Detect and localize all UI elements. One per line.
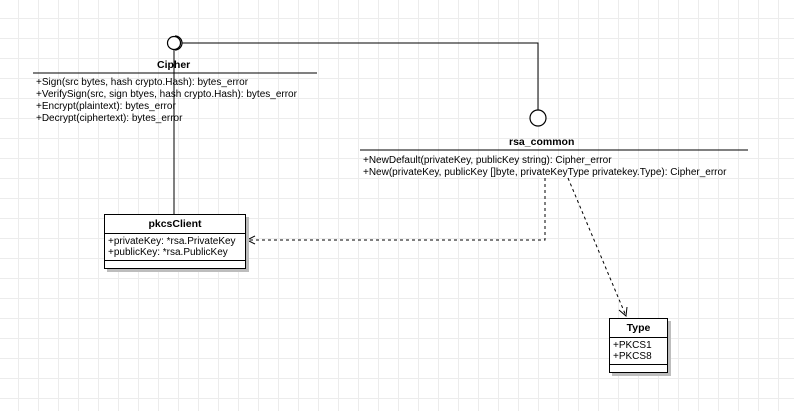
rsa-common-circle-icon xyxy=(529,109,547,127)
pkcs-client-class: pkcsClient +privateKey: *rsa.PrivateKey … xyxy=(104,214,246,269)
pkcs-client-title: pkcsClient xyxy=(105,215,245,234)
cipher-op-verify-sign: +VerifySign(src, sign btyes, hash crypto… xyxy=(36,89,297,100)
type-attributes: +PKCS1 +PKCS8 xyxy=(610,338,667,364)
type-class: Type +PKCS1 +PKCS8 xyxy=(609,318,668,373)
pkcs-client-operations-compartment xyxy=(105,260,245,268)
rsacommon-to-pkcsclient-dependency xyxy=(248,178,546,241)
type-operations-compartment xyxy=(610,364,667,372)
dependency-arrowhead-left-icon xyxy=(245,235,256,245)
cipher-op-sign: +Sign(src bytes, hash crypto.Hash): byte… xyxy=(36,77,249,88)
rsa-common-op-new-default: +NewDefault(privateKey, publicKey string… xyxy=(363,155,612,166)
type-attr-pkcs8: +PKCS8 xyxy=(613,351,652,362)
cipher-to-rsacommon-line xyxy=(182,42,539,110)
pkcs-client-attr-private-key: +privateKey: *rsa.PrivateKey xyxy=(108,236,236,247)
dependency-arrowhead-down-icon xyxy=(618,306,628,317)
pkcs-client-attr-public-key: +publicKey: *rsa.PublicKey xyxy=(108,247,228,258)
type-attr-pkcs1: +PKCS1 xyxy=(613,340,652,351)
cipher-op-decrypt: +Decrypt(ciphertext): bytes_error xyxy=(36,113,183,124)
type-title: Type xyxy=(610,319,667,338)
rsa-common-op-new: +New(privateKey, publicKey []byte, priva… xyxy=(363,167,727,178)
rsa-common-title: rsa_common xyxy=(509,136,575,148)
cipher-op-encrypt: +Encrypt(plaintext): bytes_error xyxy=(36,101,176,112)
pkcs-client-attributes: +privateKey: *rsa.PrivateKey +publicKey:… xyxy=(105,234,245,260)
cipher-interface-icon xyxy=(166,35,182,51)
cipher-title: Cipher xyxy=(157,59,191,71)
rsacommon-to-type-dependency xyxy=(567,177,627,317)
